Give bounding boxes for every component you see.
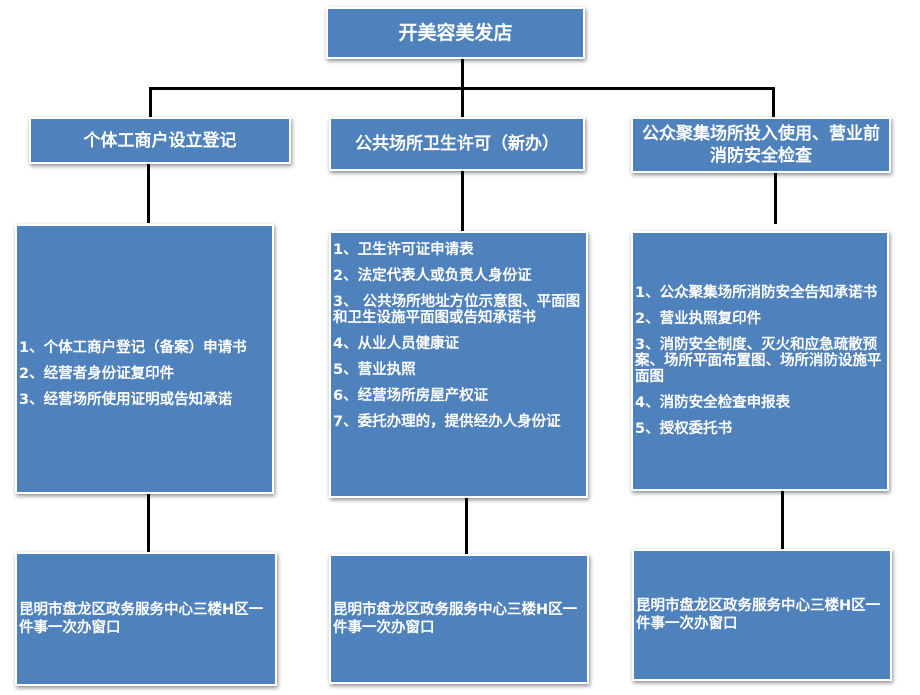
list-item: 2、法定代表人或负责人身份证 (333, 268, 532, 284)
root-node: 开美容美发店 (326, 7, 585, 59)
connector (461, 58, 464, 89)
list-item: 4、从业人员健康证 (333, 336, 460, 352)
connector (147, 493, 150, 555)
branch-title-hygiene-permit: 公共场所卫生许可（新办） (329, 117, 585, 171)
list-item: 3、经营场所使用证明或告知承诺 (19, 392, 233, 408)
list-item: 5、授权委托书 (635, 421, 733, 437)
branch-title-business-registration: 个体工商户设立登记 (29, 117, 291, 164)
branch-title-fire-safety: 公众聚集场所投入使用、营业前消防安全检查 (631, 117, 891, 173)
connector (772, 87, 775, 119)
connector (774, 172, 777, 224)
list-item: 6、经营场所房屋产权证 (333, 388, 489, 404)
list-item: 3、 公共场所地址方位示意图、平面图和卫生设施平面图或告知承诺书 (333, 294, 581, 326)
list-item: 4、消防安全检查申报表 (635, 395, 791, 411)
connector (461, 87, 464, 119)
list-item: 1、个体工商户登记（备案）申请书 (19, 340, 247, 356)
connector (149, 87, 152, 119)
requirements-list-fire-safety: 1、公众聚集场所消防安全告知承诺书 2、营业执照复印件 3、消防安全制度、灭火和… (631, 231, 889, 491)
requirements-list-business-registration: 1、个体工商户登记（备案）申请书 2、经营者身份证复印件 3、经营场所使用证明或… (15, 224, 274, 494)
list-item: 2、经营者身份证复印件 (19, 366, 175, 382)
connector (465, 497, 468, 555)
service-location-business-registration: 昆明市盘龙区政务服务中心三楼H区一件事一次办窗口 (15, 552, 277, 686)
service-location-hygiene-permit: 昆明市盘龙区政务服务中心三楼H区一件事一次办窗口 (329, 554, 589, 684)
requirements-list-hygiene-permit: 1、卫生许可证申请表 2、法定代表人或负责人身份证 3、 公共场所地址方位示意图… (329, 231, 588, 498)
list-item: 2、营业执照复印件 (635, 311, 762, 327)
connector (461, 170, 464, 233)
list-item: 7、委托办理的，提供经办人身份证 (333, 414, 561, 430)
connector (781, 490, 784, 552)
connector (147, 163, 150, 223)
list-item: 1、公众聚集场所消防安全告知承诺书 (635, 285, 878, 301)
list-item: 5、营业执照 (333, 362, 416, 378)
list-item: 3、消防安全制度、灭火和应急疏散预案、场所平面布置图、场所消防设施平面图 (635, 337, 882, 385)
service-location-fire-safety: 昆明市盘龙区政务服务中心三楼H区一件事一次办窗口 (632, 549, 892, 681)
list-item: 1、卫生许可证申请表 (333, 242, 474, 258)
